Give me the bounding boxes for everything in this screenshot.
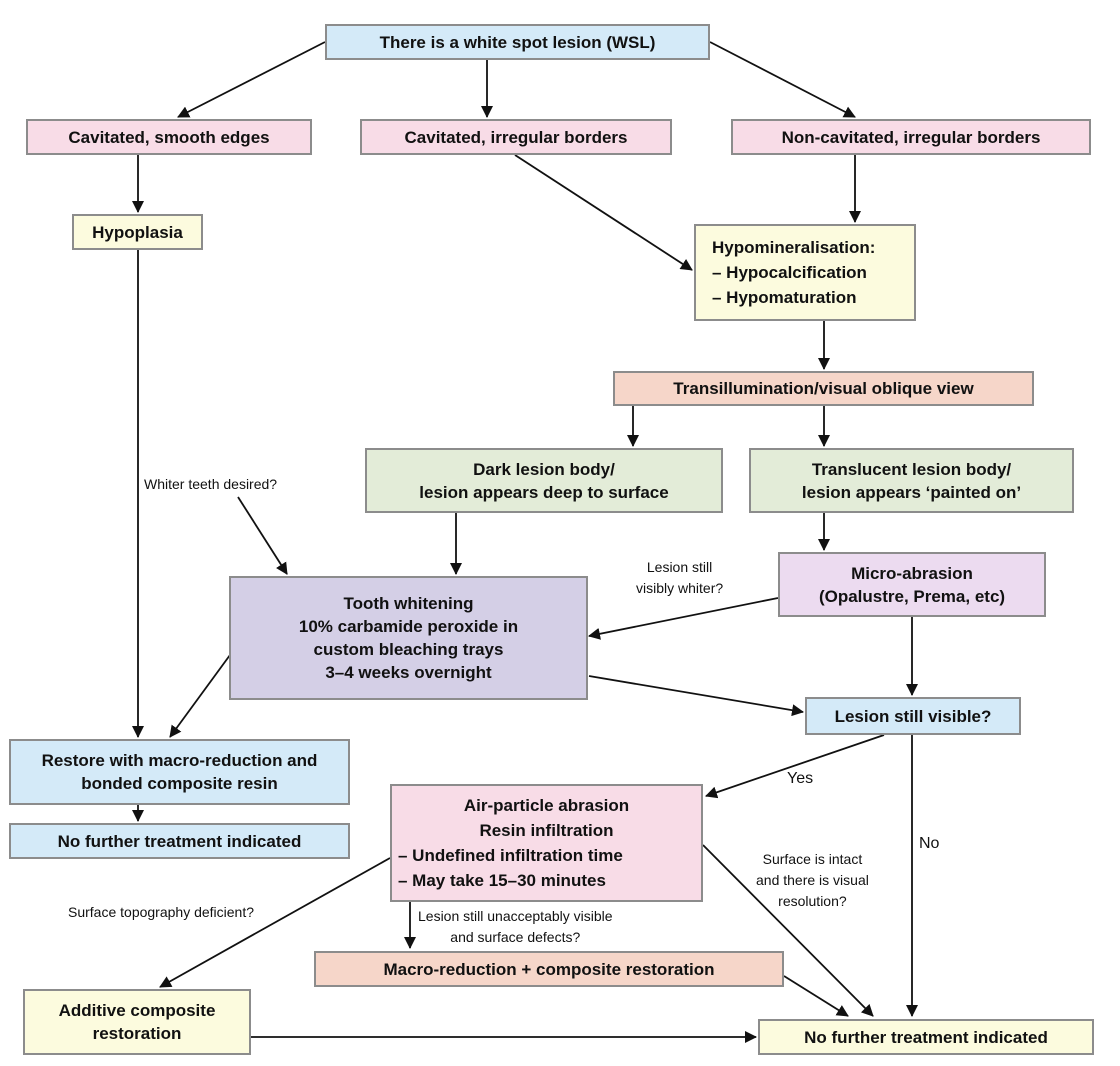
label-lesion-unacceptably-visible-line2: and surface defects? [450,929,581,945]
node-lesion-still-visible-text: Lesion still visible? [834,706,992,726]
node-restore-macro-reduction-line1: Restore with macro-reduction and [41,751,318,770]
node-air-particle-abrasion-line2: Resin infiltration [479,821,614,840]
node-no-further-treatment-left-text: No further treatment indicated [57,831,302,851]
node-tooth-whitening-line4: 3–4 weeks overnight [325,663,492,682]
label-lesion-unacceptably-visible: Lesion still unacceptably visible and su… [418,906,613,948]
node-translucent-lesion-body: Translucent lesion body/ lesion appears … [749,448,1074,513]
node-air-particle-abrasion-line4: – May take 15–30 minutes [398,871,606,890]
node-dark-lesion-body: Dark lesion body/ lesion appears deep to… [365,448,723,513]
node-dark-lesion-body-line2: lesion appears deep to surface [419,482,669,502]
label-no: No [919,833,939,854]
node-tooth-whitening-line1: Tooth whitening [343,594,474,613]
node-dark-lesion-body-line1: Dark lesion body/ [473,459,615,479]
label-surface-intact: Surface is intact and there is visual re… [756,849,869,912]
arrow-whitening-to-restore [169,654,231,738]
arrow-whitening-to-still-visible [588,675,804,717]
label-whiter-teeth-desired: Whiter teeth desired? [144,474,277,495]
node-cavitated-irregular-borders: Cavitated, irregular borders [360,119,672,155]
node-no-further-treatment-bottom-text: No further treatment indicated [804,1027,1048,1047]
node-non-cavitated-irregular-borders: Non-cavitated, irregular borders [731,119,1091,155]
node-hypoplasia: Hypoplasia [72,214,203,250]
node-additive-composite-restoration-line2: restoration [92,1024,182,1043]
node-micro-abrasion: Micro-abrasion (Opalustre, Prema, etc) [778,552,1046,617]
node-transillumination: Transillumination/visual oblique view [613,371,1034,406]
arrow-wsl-to-noncav [709,41,856,118]
node-tooth-whitening-line3: custom bleaching trays [313,640,504,659]
node-air-particle-abrasion-line3: – Undefined infiltration time [398,846,623,865]
arrow-whiter-desired-to-whitening [237,496,288,575]
node-translucent-lesion-body-line1: Translucent lesion body/ [811,459,1012,479]
arrow-cav-irregular-to-hypomin [514,154,693,271]
node-hypoplasia-text: Hypoplasia [92,222,183,242]
node-translucent-lesion-body-line2: lesion appears ‘painted on’ [801,482,1022,502]
node-additive-composite-restoration-line1: Additive composite [58,1001,216,1020]
arrow-wsl-to-cav-smooth [177,41,326,118]
node-no-further-treatment-bottom: No further treatment indicated [758,1019,1094,1055]
node-transillumination-text: Transillumination/visual oblique view [673,379,974,398]
label-lesion-still-visibly-whiter: Lesion still visibly whiter? [636,557,723,599]
arrow-still-visible-yes-to-air-particle [705,734,885,799]
label-yes: Yes [787,768,813,789]
node-macro-reduction-composite: Macro-reduction + composite restoration [314,951,784,987]
arrow-air-particle-to-no-further-2 [702,844,874,1017]
node-hypomaturation-item: – Hypomaturation [712,288,857,307]
label-no-text: No [919,835,940,852]
node-restore-macro-reduction-line2: bonded composite resin [81,774,278,793]
node-cavitated-irregular-borders-text: Cavitated, irregular borders [404,127,628,147]
arrow-air-particle-to-additive [159,857,391,988]
label-surface-topography-deficient-text: Surface topography deficient? [68,904,255,920]
node-tooth-whitening: Tooth whitening 10% carbamide peroxide i… [229,576,588,700]
label-lesion-still-visibly-whiter-line2: visibly whiter? [636,580,724,596]
node-non-cavitated-irregular-borders-text: Non-cavitated, irregular borders [781,127,1041,147]
node-tooth-whitening-line2: 10% carbamide peroxide in [298,617,519,636]
node-cavitated-smooth-edges-text: Cavitated, smooth edges [68,127,270,147]
node-cavitated-smooth-edges: Cavitated, smooth edges [26,119,312,155]
node-micro-abrasion-line2: (Opalustre, Prema, etc) [818,586,1006,606]
node-white-spot-lesion-text: There is a white spot lesion (WSL) [379,32,656,52]
label-surface-intact-line2: and there is visual [756,872,869,888]
label-surface-topography-deficient: Surface topography deficient? [68,902,254,923]
node-white-spot-lesion: There is a white spot lesion (WSL) [325,24,710,60]
node-hypomineralisation-title: Hypomineralisation: [712,238,876,257]
label-yes-text: Yes [787,770,814,787]
node-restore-macro-reduction: Restore with macro-reduction and bonded … [9,739,350,805]
label-lesion-unacceptably-visible-line1: Lesion still unacceptably visible [418,908,613,924]
node-hypocalcification-item: – Hypocalcification [712,263,867,282]
label-whiter-teeth-desired-text: Whiter teeth desired? [144,476,278,492]
node-air-particle-abrasion: Air-particle abrasion Resin infiltration… [390,784,703,902]
node-macro-reduction-composite-text: Macro-reduction + composite restoration [383,959,715,979]
label-surface-intact-line1: Surface is intact [762,851,863,867]
node-no-further-treatment-left: No further treatment indicated [9,823,350,859]
node-additive-composite-restoration: Additive composite restoration [23,989,251,1055]
node-hypomineralisation: Hypomineralisation: – Hypocalcification … [694,224,916,321]
label-surface-intact-line3: resolution? [778,893,847,909]
arrow-macro-to-no-further-2 [783,975,849,1017]
node-lesion-still-visible: Lesion still visible? [805,697,1021,735]
node-micro-abrasion-line1: Micro-abrasion [851,563,973,583]
node-air-particle-abrasion-line1: Air-particle abrasion [463,796,630,815]
arrow-microabrasion-to-whitening [588,597,779,640]
label-lesion-still-visibly-whiter-line1: Lesion still [646,559,713,575]
